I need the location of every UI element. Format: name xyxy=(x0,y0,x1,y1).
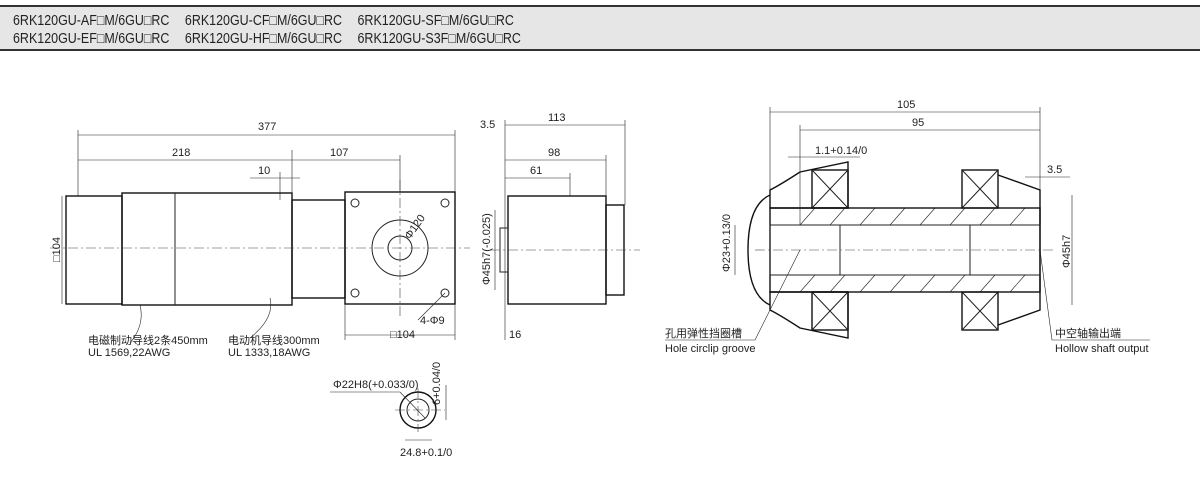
circlip-label: 孔用弹性挡圈槽 xyxy=(665,326,742,340)
hollow-shaft-label: 中空轴输出端 xyxy=(1055,326,1121,340)
end-view: 113 3.5 98 61 Φ45h7(-0.025) 16 xyxy=(480,112,640,341)
brake-wire-label: 电磁制动导线2条450mm xyxy=(88,333,208,347)
dim-105: 105 xyxy=(897,99,915,111)
dim-square-104-bottom: □104 xyxy=(390,329,415,341)
model-code: 6RK120GU-HF□M/6GU□RC xyxy=(184,31,343,47)
dim-107: 107 xyxy=(330,147,348,159)
model-code: 6RK120GU-CF□M/6GU□RC xyxy=(184,13,343,29)
model-code: 6RK120GU-S3F□M/6GU□RC xyxy=(357,31,521,47)
motor-wire-spec: UL 1333,18AWG xyxy=(228,347,310,359)
hollow-shaft-label-en: Hollow shaft output xyxy=(1055,343,1149,355)
dim-377: 377 xyxy=(258,121,276,133)
key-depth-dim: 24.8+0.1/0 xyxy=(400,447,452,459)
bore-dim: Φ22H8(+0.033/0) xyxy=(333,379,419,391)
model-header: 6RK120GU-AF□M/6GU□RC 6RK120GU-CF□M/6GU□RC… xyxy=(0,5,1200,51)
model-row-1: 6RK120GU-AF□M/6GU□RC 6RK120GU-CF□M/6GU□RC… xyxy=(13,13,529,29)
dim-3-5: 3.5 xyxy=(480,119,495,131)
dim-61: 61 xyxy=(530,165,542,177)
brake-wire-spec: UL 1569,22AWG xyxy=(88,347,170,359)
dim-98: 98 xyxy=(548,147,560,159)
dim-16: 16 xyxy=(509,329,521,341)
dim-phi45h7: Φ45h7 xyxy=(1061,235,1073,268)
dim-10: 10 xyxy=(258,165,270,177)
side-view: 377 218 107 10 □104 Φ120 □104 4-Φ9 电磁制动导… xyxy=(50,121,470,359)
dim-113: 113 xyxy=(548,112,566,124)
dim-218: 218 xyxy=(172,147,190,159)
dim-square-104: □104 xyxy=(51,237,63,262)
dim-4-phi9: 4-Φ9 xyxy=(420,315,445,327)
shaft-bore-detail: Φ22H8(+0.033/0) 6+0.04/0 24.8+0.1/0 xyxy=(330,362,452,459)
dim-phi45: Φ45h7(-0.025) xyxy=(481,213,493,285)
dim-groove-width: 1.1+0.14/0 xyxy=(815,145,867,157)
section-view: 105 95 1.1+0.14/0 3.5 Φ23+0.13/0 Φ45h7 孔… xyxy=(665,99,1150,355)
model-code: 6RK120GU-SF□M/6GU□RC xyxy=(357,13,514,29)
dim-3-5-right: 3.5 xyxy=(1047,164,1062,176)
circlip-label-en: Hole circlip groove xyxy=(665,343,755,355)
key-width-dim: 6+0.04/0 xyxy=(431,362,443,405)
model-row-2: 6RK120GU-EF□M/6GU□RC 6RK120GU-HF□M/6GU□RC… xyxy=(13,31,536,47)
model-code: 6RK120GU-AF□M/6GU□RC xyxy=(13,13,170,29)
dim-phi23: Φ23+0.13/0 xyxy=(721,214,733,272)
dim-95: 95 xyxy=(912,117,924,129)
motor-wire-label: 电动机导线300mm xyxy=(228,333,320,347)
model-code: 6RK120GU-EF□M/6GU□RC xyxy=(13,31,170,47)
dim-phi120: Φ120 xyxy=(403,213,428,242)
